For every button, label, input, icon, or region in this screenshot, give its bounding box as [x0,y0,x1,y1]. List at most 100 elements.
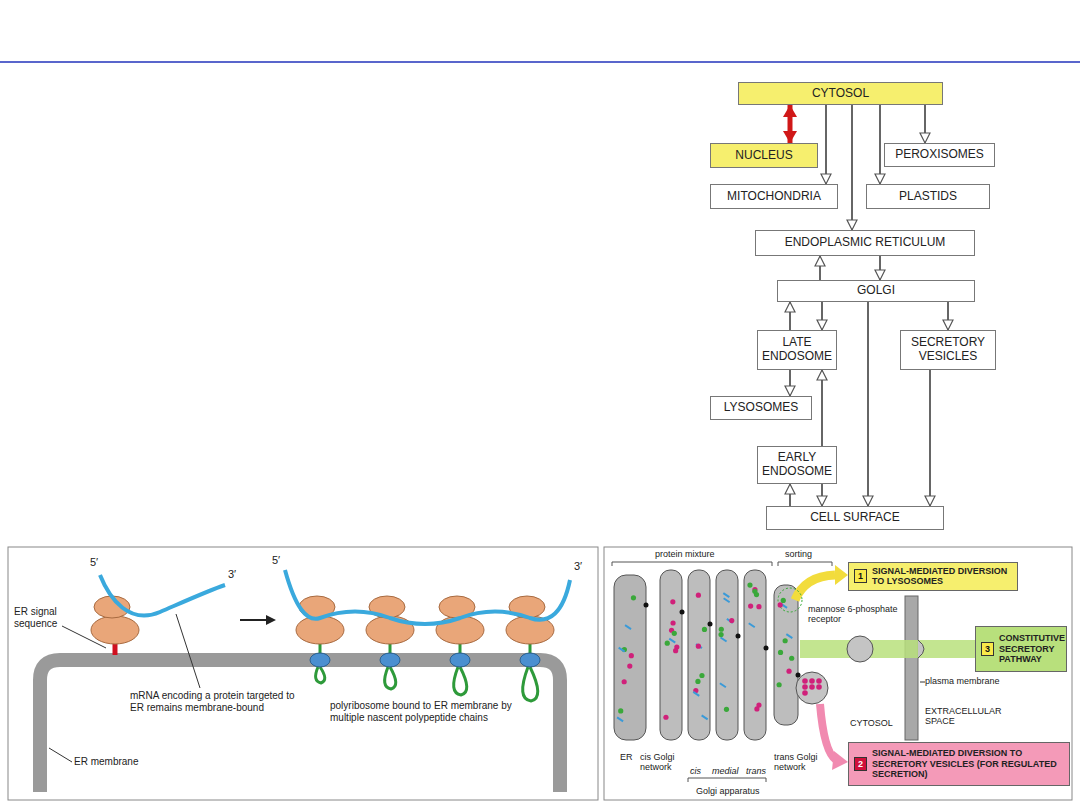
box-label: CELL SURFACE [810,511,900,525]
flow-arrow [821,302,823,330]
process-arrow [240,619,266,621]
flow-arrow [825,105,827,184]
receptor-mark [680,610,685,615]
diagram-label: mRNA encoding a protein targeted to ER r… [130,690,300,713]
cargo-dash [786,634,792,638]
box-label: MITOCHONDRIA [727,190,821,204]
diagram-label: cis Golgi network [640,752,684,773]
cargo-dash [702,715,708,719]
translocator [450,653,470,667]
cargo-dot [618,708,623,713]
diagram-label: 5′ [272,554,280,567]
compartment-box: SECRETORY VESICLES [900,330,996,370]
callout-number: 1 [854,569,867,583]
compartment-box: CYTOSOL [738,82,943,105]
box-label: SIGNAL-MEDIATED DIVERSION TO LYSOSOMES [872,566,1012,587]
leader-line [62,626,106,648]
cargo-dot [699,673,704,678]
cargo-dot [816,678,822,684]
cargo-dash [617,717,623,721]
cargo-dot [809,678,815,684]
cargo-dot [802,690,808,696]
mrna [285,570,570,624]
compartment-box: PLASTIDS [866,184,990,209]
receptor-mark [736,634,741,639]
receptor-mark [796,673,801,678]
cargo-dot [718,632,723,637]
transport-vesicle [847,636,873,662]
ribosome [91,596,139,655]
box-label: EARLY ENDOSOME [762,451,832,479]
cargo-dot [695,679,700,684]
flow-arrow [947,302,949,330]
ribosome-large [296,616,344,644]
cargo-dot [696,644,701,649]
process-arrow-head [266,615,276,625]
cargo-dot [778,650,783,655]
ribosome-large [91,616,139,644]
cargo-dot [729,618,734,623]
cargo-dot [809,684,815,690]
compartment-box: ENDOPLASMIC RETICULUM [755,230,975,256]
cargo-dot [696,593,701,598]
pathway-box: 2SIGNAL-MEDIATED DIVERSION TO SECRETORY … [848,742,1070,786]
compartment-box: PEROXISOMES [884,143,995,167]
secretory-vesicle [796,672,828,704]
compartment-box: MITOCHONDRIA [710,184,838,209]
bracket [612,562,832,566]
flow-arrow [788,105,793,143]
cargo-dot [629,653,634,658]
secretory-path-band [800,640,975,658]
box-label: LATE ENDOSOME [762,336,832,364]
cargo-dash [696,644,702,648]
golgi-cisterna [716,570,738,740]
flow-arrow [867,302,869,506]
leader-line [176,614,200,688]
nascent-chain-loop [454,667,467,695]
compartment-box: GOLGI [777,280,975,302]
translocator [380,653,400,667]
golgi-cisterna [660,570,682,740]
cargo-dot [778,602,783,607]
diagram-label: mannose 6-phosphate receptor [808,604,900,625]
cargo-dash [669,639,675,643]
cargo-dash [723,593,729,597]
box-label: GOLGI [857,284,895,298]
diagram-label: CYTOSOL [850,718,893,728]
box-label: NUCLEUS [735,149,792,163]
nascent-chain-loop [316,667,325,683]
header-rule [0,61,1080,63]
compartment-box: NUCLEUS [710,143,818,168]
ribosome-large [366,616,414,644]
ribosome-large [436,616,484,644]
flow-arrow [821,484,823,506]
box-label: PLASTIDS [899,190,957,204]
box-label: SECRETORY VESICLES [905,336,991,364]
cargo-dot [672,631,677,636]
box-label: SIGNAL-MEDIATED DIVERSION TO SECRETORY V… [872,748,1064,779]
panel-frame [8,547,598,800]
cargo-dot [816,684,822,690]
compartment-box: EARLY ENDOSOME [757,446,837,484]
cargo-dot [786,669,791,674]
cargo-molecules [617,582,822,721]
flow-arrow [851,105,853,230]
cargo-dot [724,707,729,712]
cargo-dash [720,683,726,687]
flow-arrow [924,105,926,143]
box-label: LYSOSOMES [724,401,798,415]
lysosome-path-arrow [795,575,835,600]
er-shape [614,575,646,740]
cargo-dot [663,715,668,720]
diagram-label: 3′ [228,568,236,581]
mrna [100,575,225,616]
panel-frame [604,547,1072,800]
golgi-cisterna [688,570,710,740]
cargo-dot [673,648,678,653]
flow-arrow [789,484,791,506]
cargo-dot [665,641,670,646]
diagram-label: trans [746,766,766,776]
cargo-dot [756,703,761,708]
